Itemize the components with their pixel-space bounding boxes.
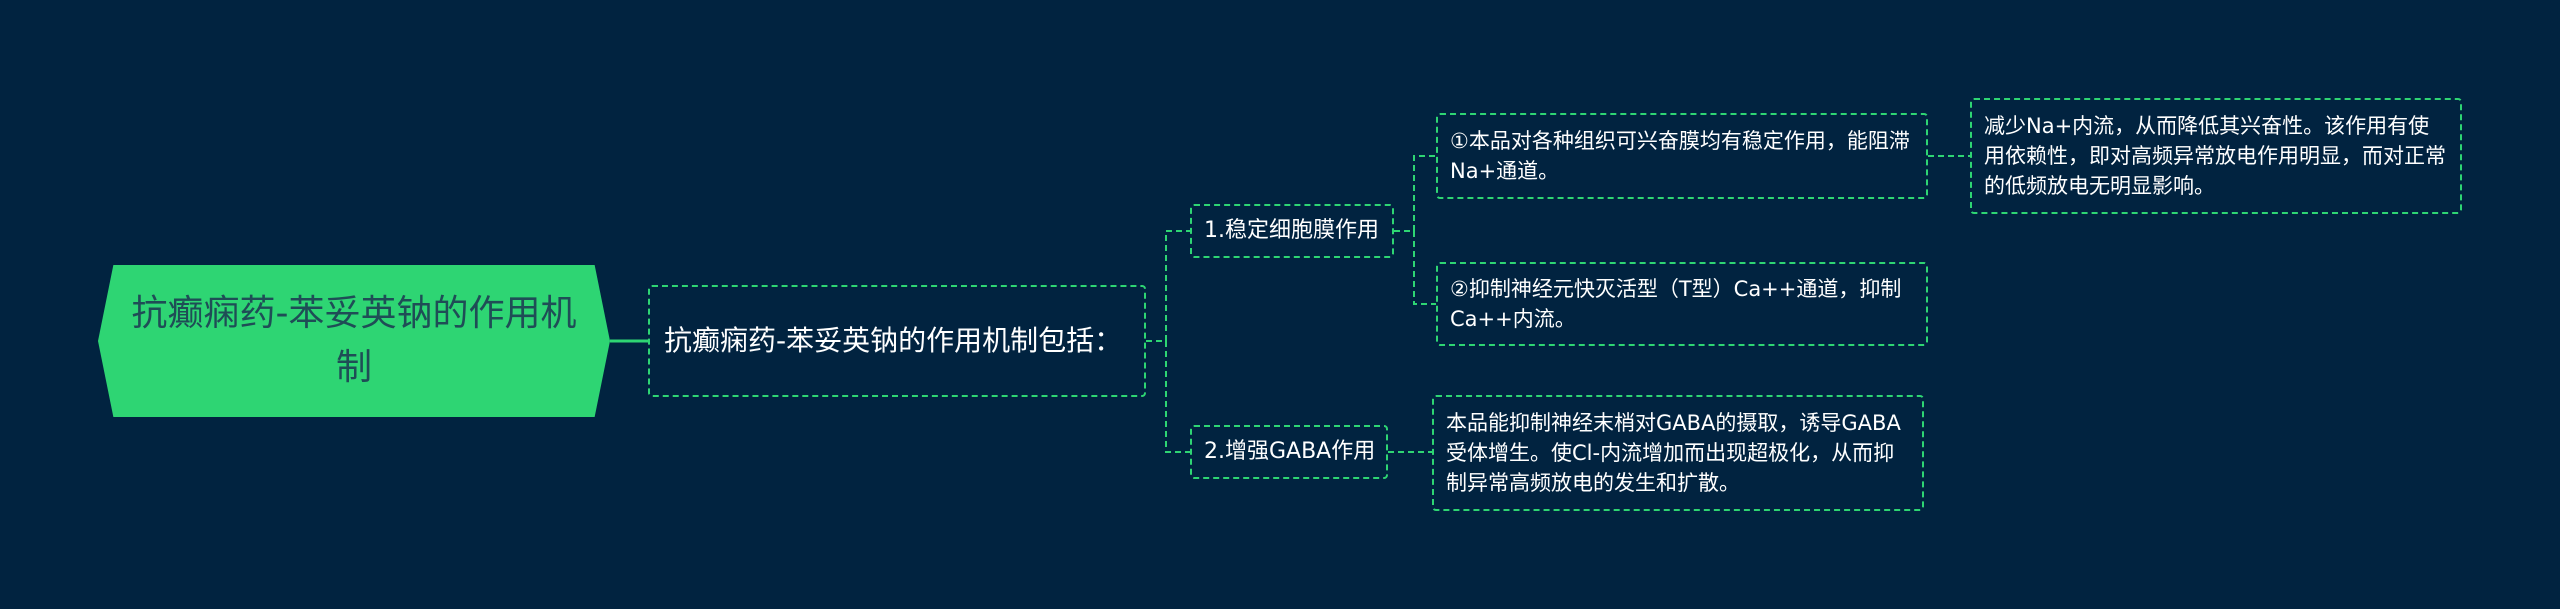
leaf-label-na-channel: ①本品对各种组织可兴奋膜均有稳定作用，能阻滞Na+通道。 — [1450, 129, 1910, 183]
branch-label-membrane-stabilization: 1.稳定细胞膜作用 — [1204, 218, 1379, 243]
link-branch1-leaf1 — [1394, 155, 1436, 232]
main-topic-label: 抗癫痫药-苯妥英钠的作用机制包括： — [664, 324, 1123, 357]
branch-node-membrane-stabilization[interactable]: 1.稳定细胞膜作用 — [1190, 204, 1394, 258]
leaf-node-ca-channel[interactable]: ②抑制神经元快灭活型（T型）Ca++通道，抑制Ca++内流。 — [1436, 262, 1928, 346]
main-topic-node[interactable]: 抗癫痫药-苯妥英钠的作用机制包括： — [648, 285, 1146, 397]
detail-label-na-influx: 减少Na+内流，从而降低其兴奋性。该作用有使用依赖性，即对高频异常放电作用明显，… — [1984, 114, 2446, 198]
detail-node-na-influx[interactable]: 减少Na+内流，从而降低其兴奋性。该作用有使用依赖性，即对高频异常放电作用明显，… — [1970, 98, 2462, 214]
link-main-branch1 — [1146, 230, 1190, 342]
branch-node-gaba-enhancement[interactable]: 2.增强GABA作用 — [1190, 425, 1388, 479]
branch-label-gaba-enhancement: 2.增强GABA作用 — [1204, 439, 1376, 464]
leaf-label-gaba-uptake: 本品能抑制神经末梢对GABA的摄取，诱导GABA受体增生。使Cl-内流增加而出现… — [1446, 411, 1901, 495]
leaf-label-ca-channel: ②抑制神经元快灭活型（T型）Ca++通道，抑制Ca++内流。 — [1450, 277, 1902, 331]
root-node-label: 抗癫痫药-苯妥英钠的作用机制 — [131, 293, 577, 388]
leaf-node-gaba-uptake[interactable]: 本品能抑制神经末梢对GABA的摄取，诱导GABA受体增生。使Cl-内流增加而出现… — [1432, 395, 1924, 511]
link-main-branch2 — [1165, 341, 1190, 453]
leaf-node-na-channel[interactable]: ①本品对各种组织可兴奋膜均有稳定作用，能阻滞Na+通道。 — [1436, 113, 1928, 199]
link-branch1-leaf2 — [1413, 231, 1436, 305]
root-node[interactable]: 抗癫痫药-苯妥英钠的作用机制 — [98, 265, 610, 417]
